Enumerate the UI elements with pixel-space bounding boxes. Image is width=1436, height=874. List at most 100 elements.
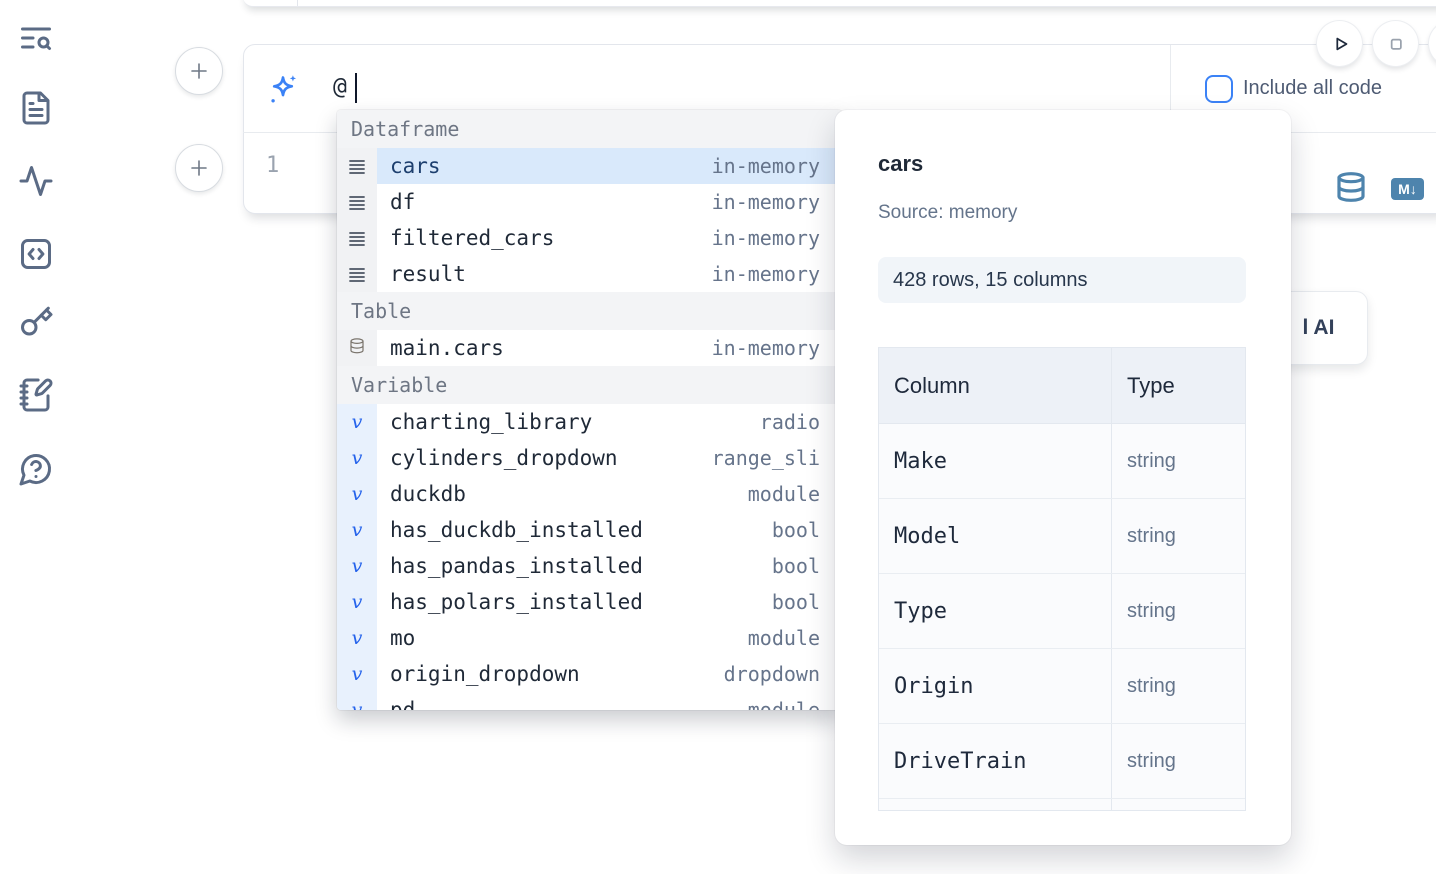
variable-icon: v [351, 519, 363, 541]
autocomplete-item-name: df [390, 190, 416, 214]
autocomplete-item-type: bool [771, 554, 820, 578]
text-search-icon[interactable] [18, 20, 54, 56]
autocomplete-item-icon-cell: v [337, 476, 377, 512]
autocomplete-item-type: in-memory [711, 154, 820, 178]
autocomplete-item-type: bool [771, 518, 820, 542]
dataframe-icon [348, 194, 366, 210]
autocomplete-item-icon-cell: v [337, 656, 377, 692]
autocomplete-item-name: main.cars [390, 336, 504, 360]
dataframe-icon [348, 266, 366, 282]
autocomplete-item[interactable]: df in-memory [337, 184, 842, 220]
help-bubble-icon[interactable] [18, 451, 54, 487]
autocomplete-item-name: mo [390, 626, 416, 650]
notebook-pen-icon[interactable] [18, 377, 54, 413]
autocomplete-item-type: in-memory [711, 190, 820, 214]
autocomplete-item-type: in-memory [711, 336, 820, 360]
autocomplete-section-header: Dataframe [337, 110, 842, 148]
database-icon[interactable] [1335, 171, 1367, 203]
extra-circle-button[interactable] [1429, 21, 1436, 66]
autocomplete-item[interactable]: v origin_dropdown dropdown [337, 656, 842, 692]
autocomplete-item-icon-cell: v [337, 440, 377, 476]
autocomplete-item-name: result [390, 262, 466, 286]
schema-column-type: string [1127, 599, 1176, 622]
autocomplete-item[interactable]: main.cars in-memory [337, 330, 842, 366]
autocomplete-item-name: has_pandas_installed [390, 554, 643, 578]
autocomplete-item-icon-cell [337, 184, 377, 220]
autocomplete-item-type: module [747, 626, 820, 650]
autocomplete-item-type: bool [771, 590, 820, 614]
autocomplete-item-icon-cell: v [337, 692, 377, 710]
ai-sparkle-icon [271, 75, 297, 103]
autocomplete-item-icon-cell [337, 330, 377, 366]
autocomplete-item-name: charting_library [390, 410, 593, 434]
schema-column-type: string [1127, 674, 1176, 697]
activity-icon[interactable] [18, 163, 54, 199]
ai-prompt-input[interactable]: @ [333, 74, 347, 100]
autocomplete-item[interactable]: cars in-memory [337, 148, 842, 184]
panel-source: Source: memory [878, 202, 1018, 223]
stop-button[interactable] [1373, 21, 1418, 66]
schema-column-type: string [1127, 449, 1176, 472]
autocomplete-item-type: dropdown [723, 662, 820, 686]
key-icon[interactable] [18, 304, 54, 340]
autocomplete-item-name: cars [390, 154, 441, 178]
autocomplete-item-type: module [747, 698, 820, 710]
autocomplete-item-name: has_polars_installed [390, 590, 643, 614]
autocomplete-item-type: module [747, 482, 820, 506]
dataframe-icon [348, 158, 366, 174]
schema-column-name: DriveTrain [894, 748, 1027, 774]
play-icon [1335, 37, 1347, 50]
autocomplete-item-icon-cell [337, 148, 377, 184]
code-square-icon[interactable] [18, 236, 54, 272]
line-number: 1 [266, 153, 280, 178]
add-cell-button-bottom[interactable] [175, 144, 223, 192]
cell-column-divider [1170, 45, 1171, 132]
autocomplete-item[interactable]: v has_pandas_installed bool [337, 548, 842, 584]
include-all-code-label: Include all code [1243, 77, 1382, 99]
autocomplete-item-icon-cell [337, 256, 377, 292]
previous-cell-divider [297, 0, 298, 6]
file-text-icon[interactable] [18, 90, 54, 126]
autocomplete-item-icon-cell: v [337, 404, 377, 440]
autocomplete-item-type: in-memory [711, 226, 820, 250]
autocomplete-item-icon-cell: v [337, 620, 377, 656]
include-all-code-checkbox[interactable] [1205, 75, 1233, 103]
schema-column-name: Origin [894, 673, 974, 699]
autocomplete-item-main: charting_library radio [377, 404, 842, 440]
autocomplete-section-header: Variable [337, 366, 842, 404]
variable-icon: v [351, 447, 363, 469]
add-cell-button-top[interactable] [175, 47, 223, 95]
autocomplete-item-main: has_polars_installed bool [377, 584, 842, 620]
variable-icon: v [351, 483, 363, 505]
run-cell-button[interactable] [1317, 21, 1362, 66]
stop-icon [1390, 38, 1402, 50]
autocomplete-item-type: radio [759, 410, 820, 434]
markdown-icon[interactable]: M↓ [1391, 178, 1424, 200]
autocomplete-item-name: origin_dropdown [390, 662, 580, 686]
variable-icon: v [351, 555, 363, 577]
autocomplete-item-icon-cell: v [337, 512, 377, 548]
autocomplete-item-main: main.cars in-memory [377, 330, 842, 366]
autocomplete-item-main: df in-memory [377, 184, 842, 220]
autocomplete-item-main: origin_dropdown dropdown [377, 656, 842, 692]
autocomplete-item-icon-cell [337, 220, 377, 256]
autocomplete-item[interactable]: v charting_library radio [337, 404, 842, 440]
